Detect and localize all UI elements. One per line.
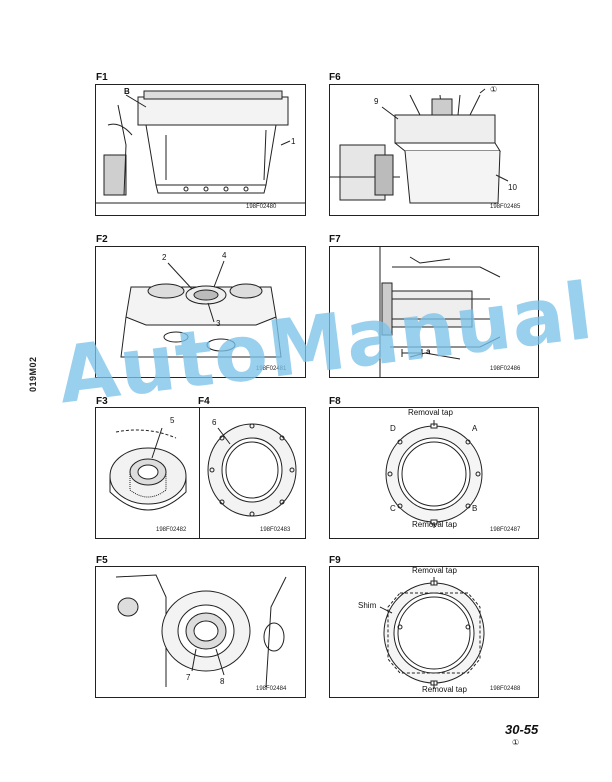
figure-f1-code: 198F02480 [246, 204, 277, 210]
figure-f7-drawing [379, 247, 501, 377]
revision-mark: ① [512, 738, 520, 747]
page-number: 30-55 [505, 722, 539, 737]
callout-f6-9: 9 [374, 97, 379, 106]
callout-f6-10: 10 [508, 183, 517, 192]
callout-f1-b: B [124, 87, 130, 96]
figure-label-f6: F6 [329, 72, 341, 83]
figure-label-f5: F5 [96, 555, 108, 566]
callout-f5-7: 7 [186, 673, 191, 682]
callout-f8-a: A [472, 424, 478, 433]
figure-label-f4: F4 [198, 396, 210, 407]
figure-f2-drawing [120, 260, 282, 358]
figure-f5-frame: 7 8 198F02484 [95, 566, 306, 698]
figure-f4-frame: 6 198F02483 [199, 407, 306, 539]
figure-f9-frame: Removal tap Shim Removal tap 198F02488 [329, 566, 539, 698]
figure-f7-code: 198F02486 [490, 366, 521, 372]
figure-f9-code: 198F02488 [490, 686, 521, 692]
figure-f4-drawing [207, 423, 297, 517]
figure-f8-code: 198F02487 [490, 527, 521, 533]
callout-f8-b: B [472, 504, 478, 513]
figure-f2-frame: 2 4 3 198F02481 [95, 246, 306, 378]
figure-f5-drawing [115, 574, 287, 688]
figure-f1-frame: B 1 198F02480 [95, 84, 306, 216]
figure-f6-drawing [330, 88, 509, 204]
callout-f8-d: D [390, 424, 396, 433]
callout-f5-8: 8 [220, 677, 225, 686]
callout-f4-6: 6 [212, 418, 217, 427]
figure-f6-code: 198F02485 [490, 204, 521, 210]
callout-f7-a: a [426, 347, 431, 356]
callout-f9-removal-tap-top: Removal tap [412, 566, 457, 575]
figure-f3-frame: 5 198F02482 [95, 407, 200, 539]
callout-f2-2: 2 [162, 253, 167, 262]
callout-f3-5: 5 [170, 416, 175, 425]
figure-label-f7: F7 [329, 234, 341, 245]
figure-label-f8: F8 [329, 396, 341, 407]
callout-f8-removal-tap-bottom: Removal tap [412, 520, 457, 529]
figure-f3-drawing [109, 427, 187, 511]
figure-f6-frame: 9 ① 10 198F02485 [329, 84, 539, 216]
figure-f4-code: 198F02483 [260, 527, 291, 533]
figure-label-f9: F9 [329, 555, 341, 566]
callout-f8-c: C [390, 504, 396, 513]
figure-f5-code: 198F02484 [256, 686, 287, 692]
figure-f8-frame: Removal tap D A C B Removal tap 198F0248… [329, 407, 539, 539]
figure-f2-code: 198F02481 [256, 366, 287, 372]
figure-f7-frame: a 198F02486 [329, 246, 539, 378]
figure-label-f2: F2 [96, 234, 108, 245]
callout-f8-removal-tap-top: Removal tap [408, 408, 453, 417]
figure-label-f3: F3 [96, 396, 108, 407]
side-document-code: 019M02 [28, 356, 38, 392]
callout-f9-shim: Shim [358, 601, 377, 610]
figure-f8-drawing [385, 420, 483, 528]
callout-f9-removal-tap-bottom: Removal tap [422, 685, 467, 694]
callout-f2-4: 4 [222, 251, 227, 260]
callout-f2-3: 3 [216, 319, 221, 328]
callout-f1-1: 1 [291, 137, 296, 146]
figure-f3-code: 198F02482 [156, 527, 187, 533]
callout-f6-circle-1: ① [490, 85, 498, 94]
figure-label-f1: F1 [96, 72, 108, 83]
figure-f1-drawing [96, 90, 305, 204]
figure-f9-drawing [379, 577, 485, 689]
